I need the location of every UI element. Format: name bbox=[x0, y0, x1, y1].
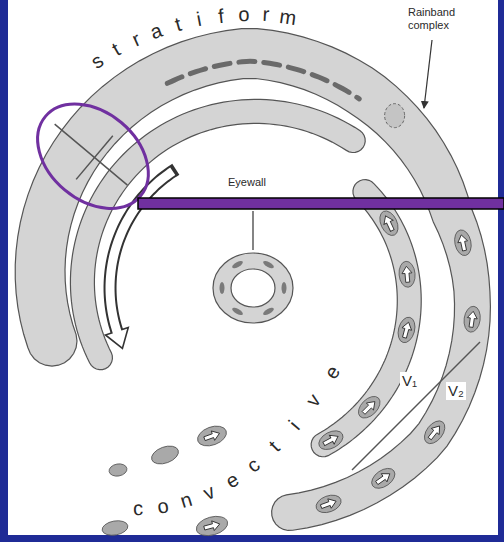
convective-cell bbox=[194, 513, 230, 539]
updraft-arrow bbox=[426, 423, 444, 442]
updraft-arrow bbox=[203, 519, 221, 533]
band-details bbox=[101, 61, 482, 539]
highlight-bar bbox=[138, 198, 504, 209]
leader-line bbox=[252, 211, 253, 250]
updraft-arrow bbox=[401, 266, 412, 283]
cross-section-line bbox=[55, 124, 128, 185]
dotted-cell bbox=[385, 104, 405, 128]
callout-label: Eyewall bbox=[228, 176, 266, 189]
convective-cell bbox=[395, 315, 417, 344]
cell-echo bbox=[316, 427, 346, 453]
convective-cell bbox=[314, 492, 344, 516]
velocity-label: V₁ bbox=[400, 372, 419, 390]
cell-echo bbox=[395, 315, 417, 344]
cell-echo bbox=[398, 261, 416, 288]
convective-cell bbox=[420, 417, 449, 447]
cell-echo bbox=[452, 228, 473, 257]
cell-echo bbox=[376, 208, 401, 238]
rainbands bbox=[15, 29, 490, 531]
label-letter: o bbox=[238, 2, 250, 26]
cross-section-line bbox=[76, 136, 113, 180]
cell-echo bbox=[354, 392, 384, 422]
updraft-arrow bbox=[321, 432, 340, 448]
updraft-arrow bbox=[400, 321, 414, 339]
cross-section-line bbox=[352, 342, 480, 470]
convective-cell bbox=[462, 305, 481, 333]
convective-cell bbox=[368, 464, 398, 492]
cell-echo bbox=[420, 417, 449, 447]
convective-cell bbox=[398, 261, 416, 288]
eyewall-ring bbox=[213, 253, 293, 323]
updraft-arrow bbox=[381, 214, 397, 233]
cell-echo bbox=[314, 492, 344, 516]
convective-cell bbox=[195, 422, 229, 449]
rainband bbox=[311, 180, 421, 457]
cell-echo bbox=[108, 463, 128, 478]
convective-cell bbox=[149, 443, 181, 468]
cell-echo bbox=[462, 305, 481, 333]
label-letter: r bbox=[262, 2, 270, 26]
cell-echo bbox=[149, 443, 181, 468]
updraft-arrow bbox=[374, 470, 393, 487]
velocity-label: V₂ bbox=[446, 382, 466, 400]
white-panel bbox=[8, 0, 498, 535]
annotation bbox=[17, 83, 176, 349]
convective-cell bbox=[354, 392, 384, 422]
convective-cell bbox=[452, 228, 473, 257]
updraft-arrow bbox=[360, 398, 378, 416]
convective-cell bbox=[108, 463, 128, 478]
cell-echo bbox=[101, 519, 129, 537]
updraft-arrow bbox=[456, 234, 469, 252]
label-letter: m bbox=[278, 4, 298, 30]
updraft-arrow bbox=[466, 311, 478, 328]
convective-cell bbox=[376, 208, 401, 238]
rainband bbox=[15, 29, 490, 531]
label-letter: c bbox=[133, 496, 144, 520]
stratiform-echo bbox=[167, 61, 359, 99]
cell-echo bbox=[195, 422, 229, 449]
leader-arrow bbox=[424, 40, 432, 108]
callout-label: Rainband complex bbox=[408, 6, 474, 32]
cell-echo bbox=[194, 513, 230, 539]
updraft-arrow bbox=[319, 496, 337, 511]
convective-cell bbox=[316, 427, 346, 453]
updraft-arrow bbox=[203, 429, 221, 444]
cell-echo bbox=[368, 464, 398, 492]
convective-cell bbox=[101, 519, 129, 537]
rainband bbox=[70, 99, 365, 369]
